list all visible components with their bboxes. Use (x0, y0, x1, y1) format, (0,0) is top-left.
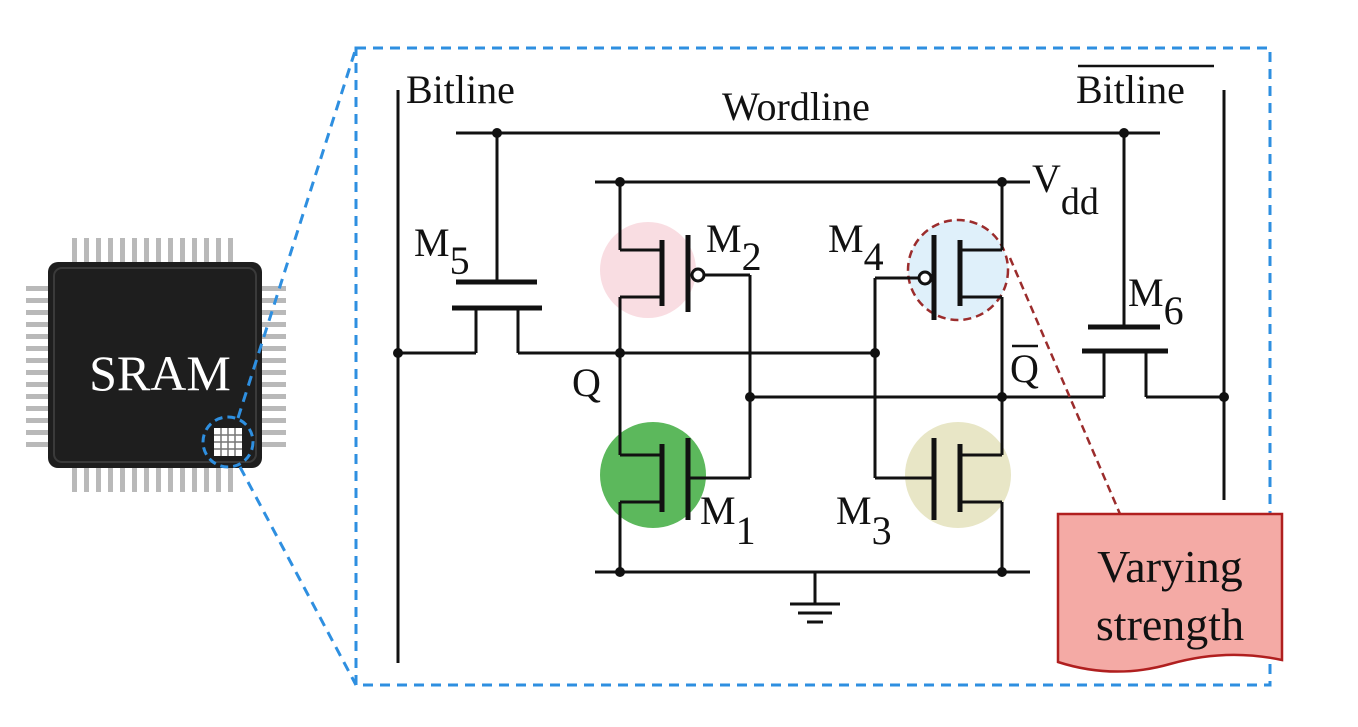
transistor-m4 (917, 235, 963, 320)
q-label: Q (572, 360, 601, 405)
callout-line-2: strength (1096, 599, 1244, 650)
chip-body (48, 262, 262, 468)
m2-label: M2 (706, 216, 762, 279)
circuit-wires (396, 90, 1226, 663)
wordline-label: Wordline (722, 84, 870, 129)
sram-chip: SRAM (26, 238, 286, 492)
zoom-frame (354, 46, 1272, 687)
chip-pins-bottom (72, 464, 233, 492)
zoom-connector-bottom (238, 466, 358, 686)
varying-strength-callout: Varying strength (1056, 512, 1284, 673)
chip-pins-left (26, 286, 56, 447)
m1-label: M1 (700, 488, 756, 553)
vdd-base: V (1032, 156, 1061, 201)
m6-label: M6 (1128, 270, 1184, 333)
callout-leader (1008, 257, 1122, 515)
transistor-m2 (659, 235, 706, 312)
m2-highlight (600, 222, 696, 318)
transistor-m5 (452, 279, 542, 311)
callout-line-1: Varying (1097, 541, 1243, 592)
zoom-connector-top (236, 47, 358, 419)
m3-label: M3 (836, 488, 892, 553)
ground-icon (790, 602, 840, 624)
memory-array-icon (214, 428, 242, 456)
junction-dots (393, 128, 1229, 577)
chip-pins-top (72, 238, 233, 264)
transistor-m3 (931, 438, 963, 520)
zoom-circle (201, 415, 255, 469)
m5-label: M5 (414, 220, 470, 283)
bitline-bar-label: Bitline (1076, 67, 1185, 112)
chip-label: SRAM (89, 345, 231, 401)
vdd-sub: dd (1061, 181, 1099, 223)
vdd-label: Vdd (1032, 156, 1099, 223)
transistor-m6 (1082, 324, 1168, 354)
bitline-label: Bitline (406, 67, 515, 112)
transistor-m1 (659, 438, 691, 520)
m4-label: M4 (828, 216, 884, 279)
q-bar-label: Q (1010, 346, 1039, 391)
